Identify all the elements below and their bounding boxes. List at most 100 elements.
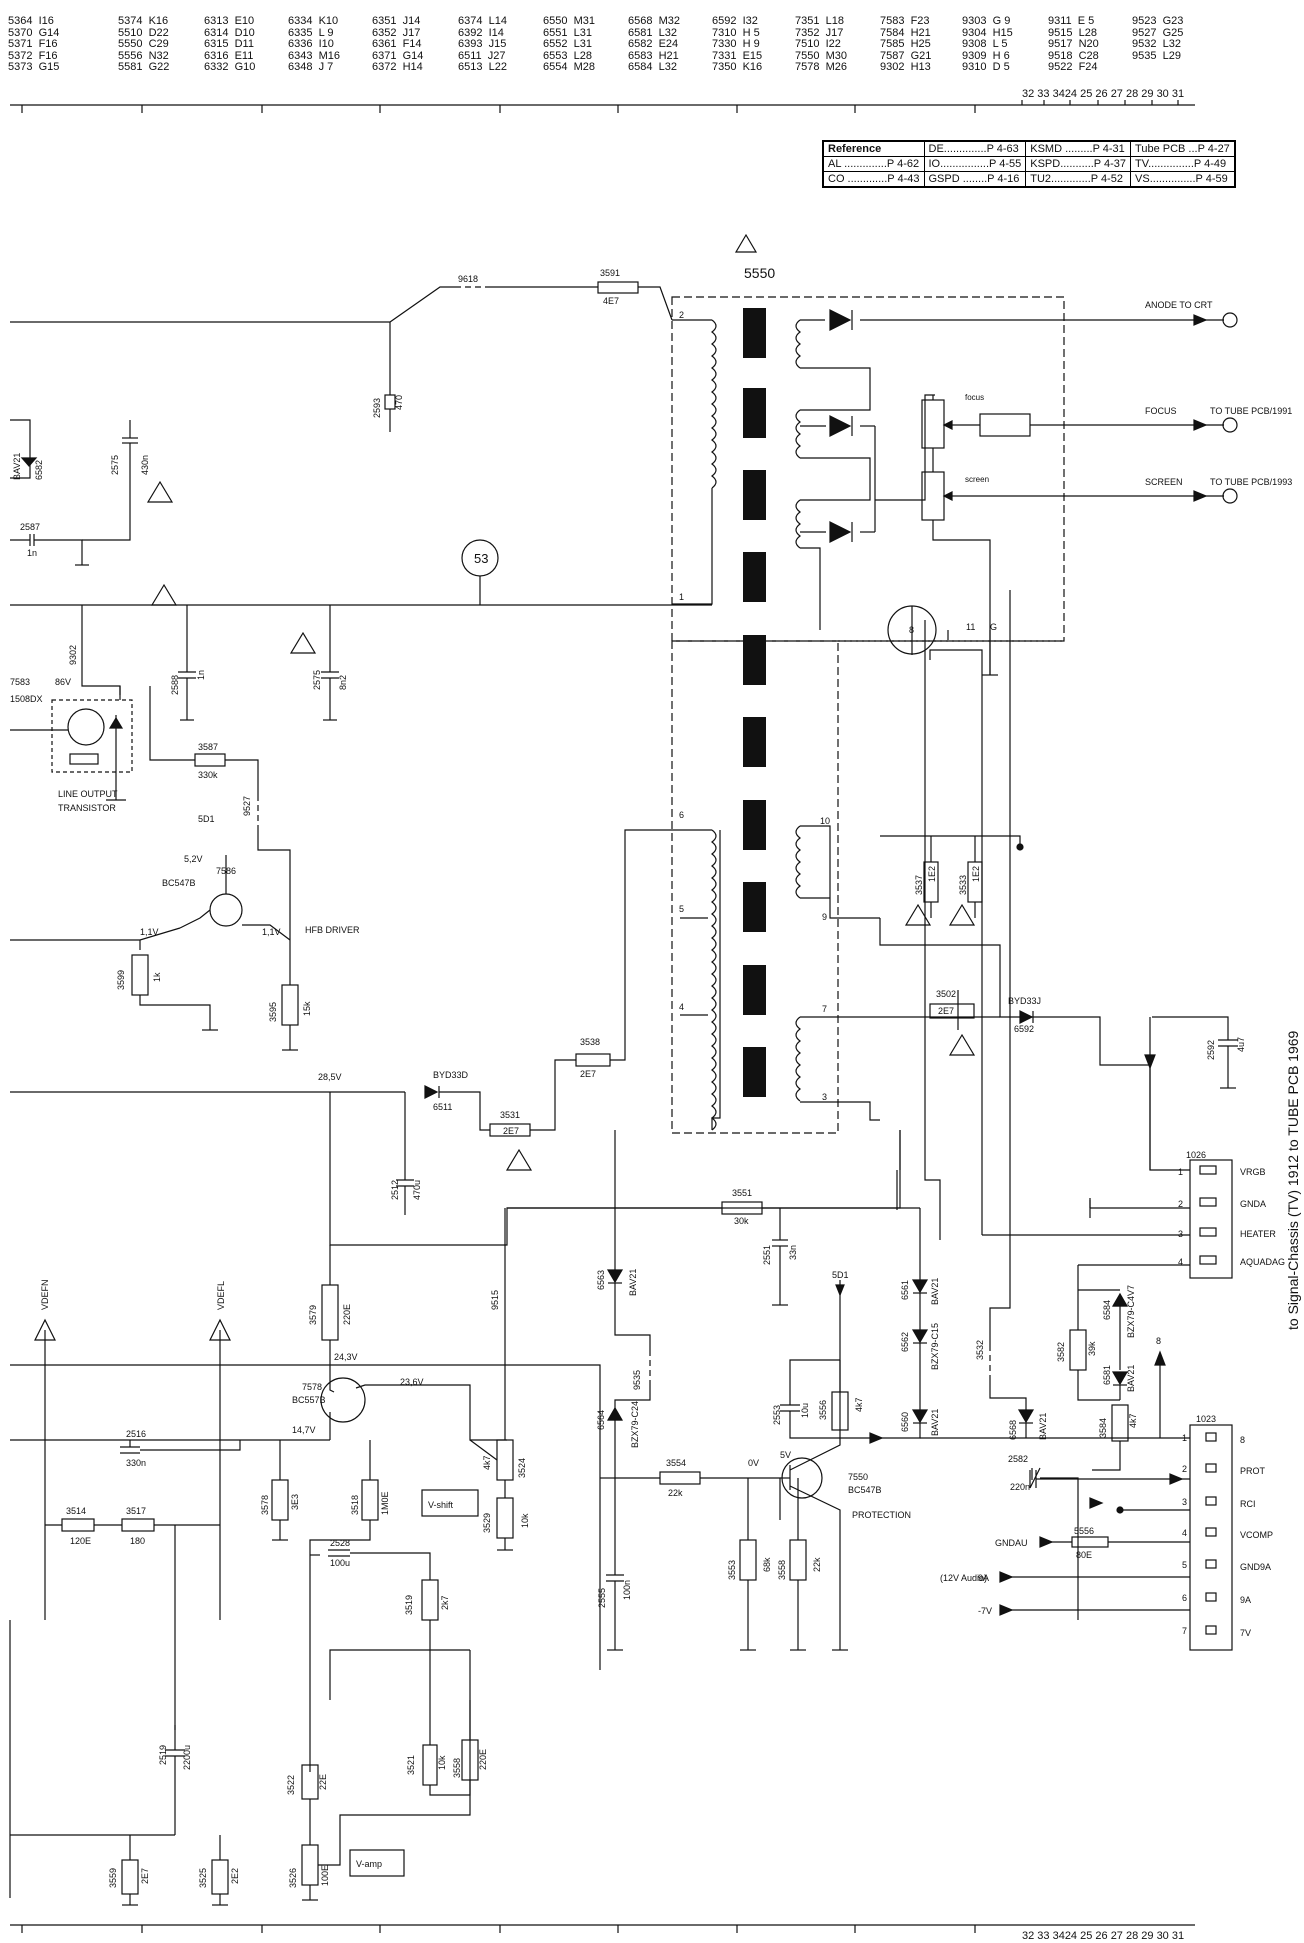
lbl-3537v: 1E2 [927, 866, 937, 882]
conn1023-pin2: 2 [1182, 1464, 1187, 1474]
lbl-3521: 3521 [406, 1755, 416, 1775]
lbl-52v: 5,2V [184, 854, 203, 864]
lbl-3522: 3522 [286, 1775, 296, 1795]
ref-cell: Reference [823, 141, 925, 157]
screen-dest: TO TUBE PCB/1993 [1210, 477, 1292, 487]
lbl-2593v: 470 [394, 395, 404, 410]
screen-pot: screen [965, 475, 989, 484]
lbl-3587v: 330k [198, 770, 218, 780]
lbl-3559: 3559 [108, 1868, 118, 1888]
lbl-3578: 3578 [260, 1495, 270, 1515]
lbl-2575: 2575 [110, 455, 120, 475]
conn1023-title: 1023 [1196, 1414, 1216, 1424]
pin-3: 3 [822, 1092, 827, 1102]
lbl-3538v: 2E7 [580, 1069, 596, 1079]
lbl-6581: 6581 [1102, 1365, 1112, 1385]
anode-label: ANODE TO CRT [1145, 300, 1213, 310]
ruler-top [10, 100, 1195, 113]
lbl-9535: 9535 [632, 1370, 642, 1390]
index-column: 9523 G23 9527 G25 9532 L32 9535 L29 [1132, 15, 1184, 62]
lbl-3533: 3533 [958, 875, 968, 895]
lbl-9515: 9515 [490, 1290, 500, 1310]
lbl-2516v: 330n [126, 1458, 146, 1468]
conn1023-l2: PROT [1240, 1466, 1266, 1476]
lbl-3582v: 39k [1087, 1341, 1097, 1356]
lbl-5v: 5V [780, 1450, 791, 1460]
lbl-6582t: BAV21 [12, 453, 22, 480]
pin-6: 6 [679, 810, 684, 820]
lbl-3533v: 1E2 [971, 866, 981, 882]
lbl-6563: 6563 [596, 1270, 606, 1290]
index-column: 9303 G 9 9304 H15 9308 L 5 9309 H 6 9310… [962, 15, 1013, 73]
lbl-7578: 7578 [302, 1382, 322, 1392]
lbl-6560t: BAV21 [930, 1409, 940, 1436]
lbl-3551: 3551 [732, 1188, 752, 1198]
pin-5: 5 [679, 904, 684, 914]
lbl-7578t: BC557B [292, 1395, 326, 1405]
lbl-3553v: 68k [762, 1557, 772, 1572]
pin-8: 8 [909, 625, 914, 635]
lbl-3526: 3526 [288, 1868, 298, 1888]
lbl-3502: 3502 [936, 989, 956, 999]
index-column: 6313 E10 6314 D10 6315 D11 6316 E11 6332… [204, 15, 256, 73]
lbl-6564t: BZX79-C24 [630, 1401, 640, 1448]
index-column: 7351 L18 7352 J17 7510 I22 7550 M30 7578… [795, 15, 847, 73]
index-column: 5374 K16 5510 D22 5550 C29 5556 N32 5581… [118, 15, 170, 73]
ref-cell: DE..............P 4-63 [923, 141, 1027, 157]
lbl-6562: 6562 [900, 1332, 910, 1352]
lbl-3517: 3517 [126, 1506, 146, 1516]
lbl-6568: 6568 [1008, 1420, 1018, 1440]
lbl-2582: 2582 [1008, 1454, 1028, 1464]
transformer-5550 [671, 296, 1065, 1134]
lbl-3579v: 220E [342, 1304, 352, 1325]
pin-9: 9 [822, 912, 827, 922]
conn1023-m7v: -7V [978, 1606, 992, 1616]
lbl-6562t: BZX79-C15 [930, 1323, 940, 1370]
ref-cell: VS...............P 4-59 [1130, 171, 1235, 187]
lbl-6581t: BAV21 [1126, 1365, 1136, 1392]
lbl-2551v: 33n [788, 1245, 798, 1260]
lbl-3584: 3584 [1098, 1418, 1108, 1438]
conn1023-pin6: 6 [1182, 1593, 1187, 1603]
schematic-labels: 5550 53 ANODE TO CRT FOCUS TO TUBE PCB/1… [10, 265, 1292, 1888]
conn1026-aquadag: AQUADAG [1240, 1257, 1285, 1267]
lbl-2555v: 100n [622, 1580, 632, 1600]
index-column: 9311 E 5 9515 L28 9517 N20 9518 C28 9522… [1048, 15, 1099, 73]
lbl-3519: 3519 [404, 1595, 414, 1615]
lbl-3517v: 180 [130, 1536, 145, 1546]
lbl-3591v: 4E7 [603, 296, 619, 306]
pin-g: G [990, 622, 997, 632]
lbl-3554v: 22k [668, 1488, 683, 1498]
lbl-9302: 9302 [68, 645, 78, 665]
lbl-243v: 24,3V [334, 1352, 358, 1362]
lbl-2528: 2528 [330, 1538, 350, 1548]
lbl-6563t: BAV21 [628, 1269, 638, 1296]
index-column: 7583 F23 7584 H21 7585 H25 7587 G21 9302… [880, 15, 932, 73]
lbl-3514: 3514 [66, 1506, 86, 1516]
lbl-3587: 3587 [198, 742, 218, 752]
lbl-11va: 1,1V [140, 927, 159, 937]
lbl-3599: 3599 [116, 970, 126, 990]
ruler-bottom [10, 1924, 1195, 1933]
lbl-3554: 3554 [666, 1458, 686, 1468]
lbl-3595v: 15k [302, 1001, 312, 1016]
grid-numbers-top: 32 33 3424 25 26 27 28 29 30 31 [1022, 88, 1185, 100]
lbl-3525v: 2E2 [230, 1868, 240, 1884]
focus-label: FOCUS [1145, 406, 1177, 416]
conn1026-title: 1026 [1186, 1150, 1206, 1160]
lbl-6584t: BZX79-C4V7 [1126, 1285, 1136, 1338]
pin-11: 11 [966, 622, 975, 632]
lbl-3558b: 3558 [452, 1758, 462, 1778]
lbl-7550t: BC547B [848, 1485, 882, 1495]
lbl-2553v: 10u [800, 1403, 810, 1418]
lbl-6582: 6582 [34, 460, 44, 480]
ref-cell: TU2.............P 4-52 [1025, 171, 1132, 187]
lbl-7583: 7583 [10, 677, 30, 687]
lbl-2587v: 1n [27, 548, 37, 558]
lbl-3591: 3591 [600, 268, 620, 278]
lbl-2519: 2519 [158, 1745, 168, 1765]
conn1023-pin7: 7 [1182, 1626, 1187, 1636]
lbl-3529: 3529 [482, 1513, 492, 1533]
lbl-3556v: 4k7 [854, 1397, 864, 1412]
lbl-3559v: 2E7 [140, 1868, 150, 1884]
